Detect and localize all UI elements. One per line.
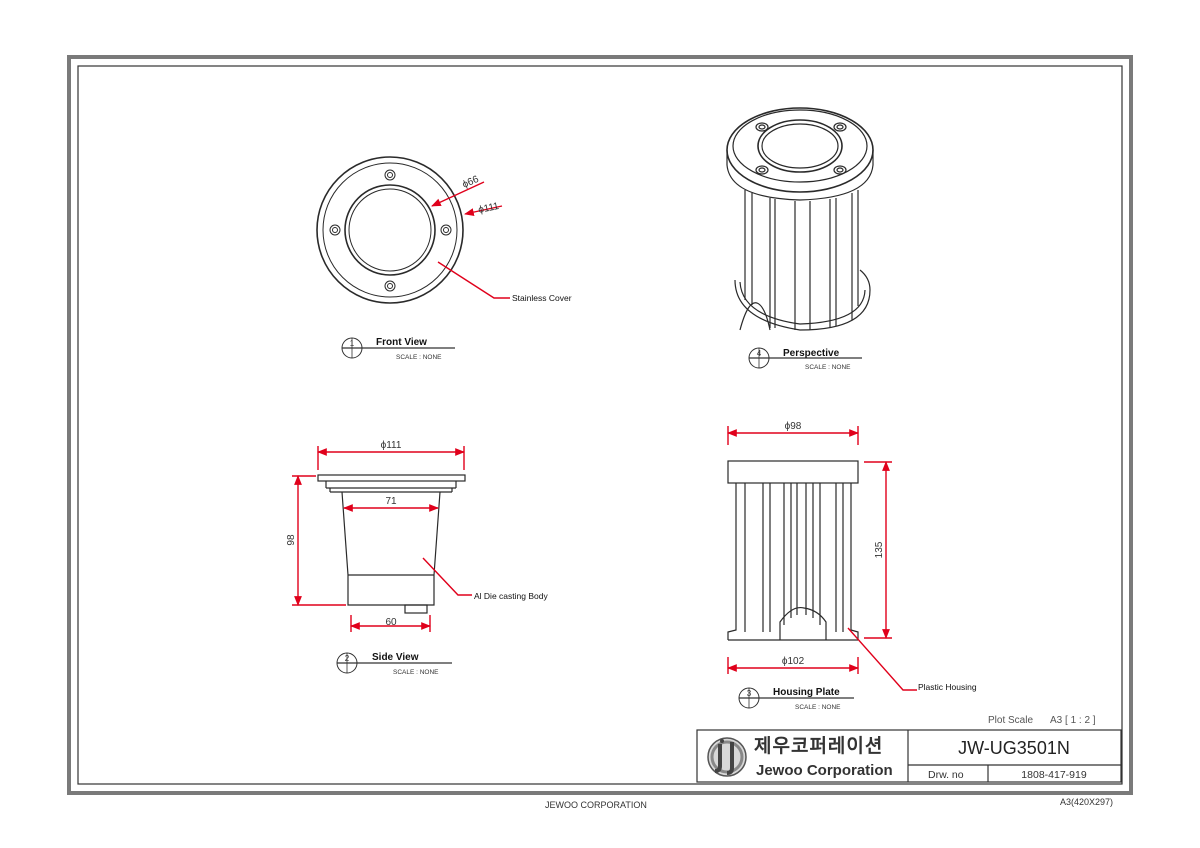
front-view-drawing — [316, 156, 464, 304]
outer-frame — [67, 55, 1133, 795]
side-view-scale: SCALE : NONE — [393, 669, 439, 676]
front-view-number: 1 — [350, 339, 355, 348]
side-view-title: Side View — [372, 652, 419, 663]
front-inner-dim: ϕ66 — [461, 174, 481, 191]
title-block — [696, 729, 1122, 783]
model-number: JW-UG3501N — [958, 738, 1070, 758]
plot-scale-value: A3 [ 1 : 2 ] — [1050, 715, 1096, 726]
drawing-number-value: 1808-417-919 — [1021, 769, 1087, 781]
front-dimensions — [431, 181, 510, 299]
housing-dimensions — [727, 426, 917, 691]
drawing-number-label: Drw. no — [928, 769, 964, 781]
front-view-label: 1 Front View SCALE : NONE — [341, 337, 455, 361]
side-dimensions — [292, 446, 472, 632]
side-view-drawing — [317, 474, 466, 614]
screw-holes — [329, 169, 452, 292]
perspective-scale: SCALE : NONE — [805, 364, 851, 371]
stainless-cover-callout: Stainless Cover — [512, 293, 572, 303]
company-name-korean: 제우코퍼레이션 — [754, 735, 883, 757]
al-body-callout: Al Die casting Body — [474, 591, 548, 601]
side-inner-dim: 71 — [385, 496, 397, 507]
side-view-label: 2 Side View SCALE : NONE — [336, 652, 452, 676]
perspective-label: 4 Perspective SCALE : NONE — [748, 347, 862, 371]
side-top-dim: ϕ111 — [381, 440, 402, 451]
side-height-dim: 98 — [286, 534, 297, 546]
perspective-drawing — [726, 107, 874, 331]
front-view-scale: SCALE : NONE — [396, 354, 442, 361]
side-view-number: 2 — [345, 654, 350, 663]
housing-plate-title: Housing Plate — [773, 687, 840, 698]
front-view-title: Front View — [376, 337, 427, 348]
housing-height-dim: 135 — [874, 541, 885, 558]
perspective-number: 4 — [757, 349, 762, 358]
perspective-screws — [755, 122, 847, 175]
side-bottom-dim: 60 — [385, 617, 397, 628]
housing-plate-drawing — [727, 460, 859, 641]
housing-plate-number: 3 — [747, 689, 752, 698]
inner-frame — [77, 65, 1123, 785]
housing-top-dim: ϕ98 — [785, 421, 802, 432]
front-outer-dim: ϕ111 — [477, 201, 500, 216]
footer-paper-size: A3(420X297) — [1060, 797, 1114, 807]
footer-company: JEWOO CORPORATION — [545, 800, 647, 810]
plot-scale-label: Plot Scale — [988, 715, 1033, 726]
housing-bottom-dim: ϕ102 — [782, 656, 805, 667]
company-name-english: Jewoo Corporation — [756, 762, 893, 779]
housing-plate-label: 3 Housing Plate SCALE : NONE — [738, 687, 854, 711]
company-logo — [707, 737, 747, 777]
plastic-housing-callout: Plastic Housing — [918, 682, 977, 692]
perspective-title: Perspective — [783, 348, 840, 359]
housing-plate-scale: SCALE : NONE — [795, 704, 841, 711]
